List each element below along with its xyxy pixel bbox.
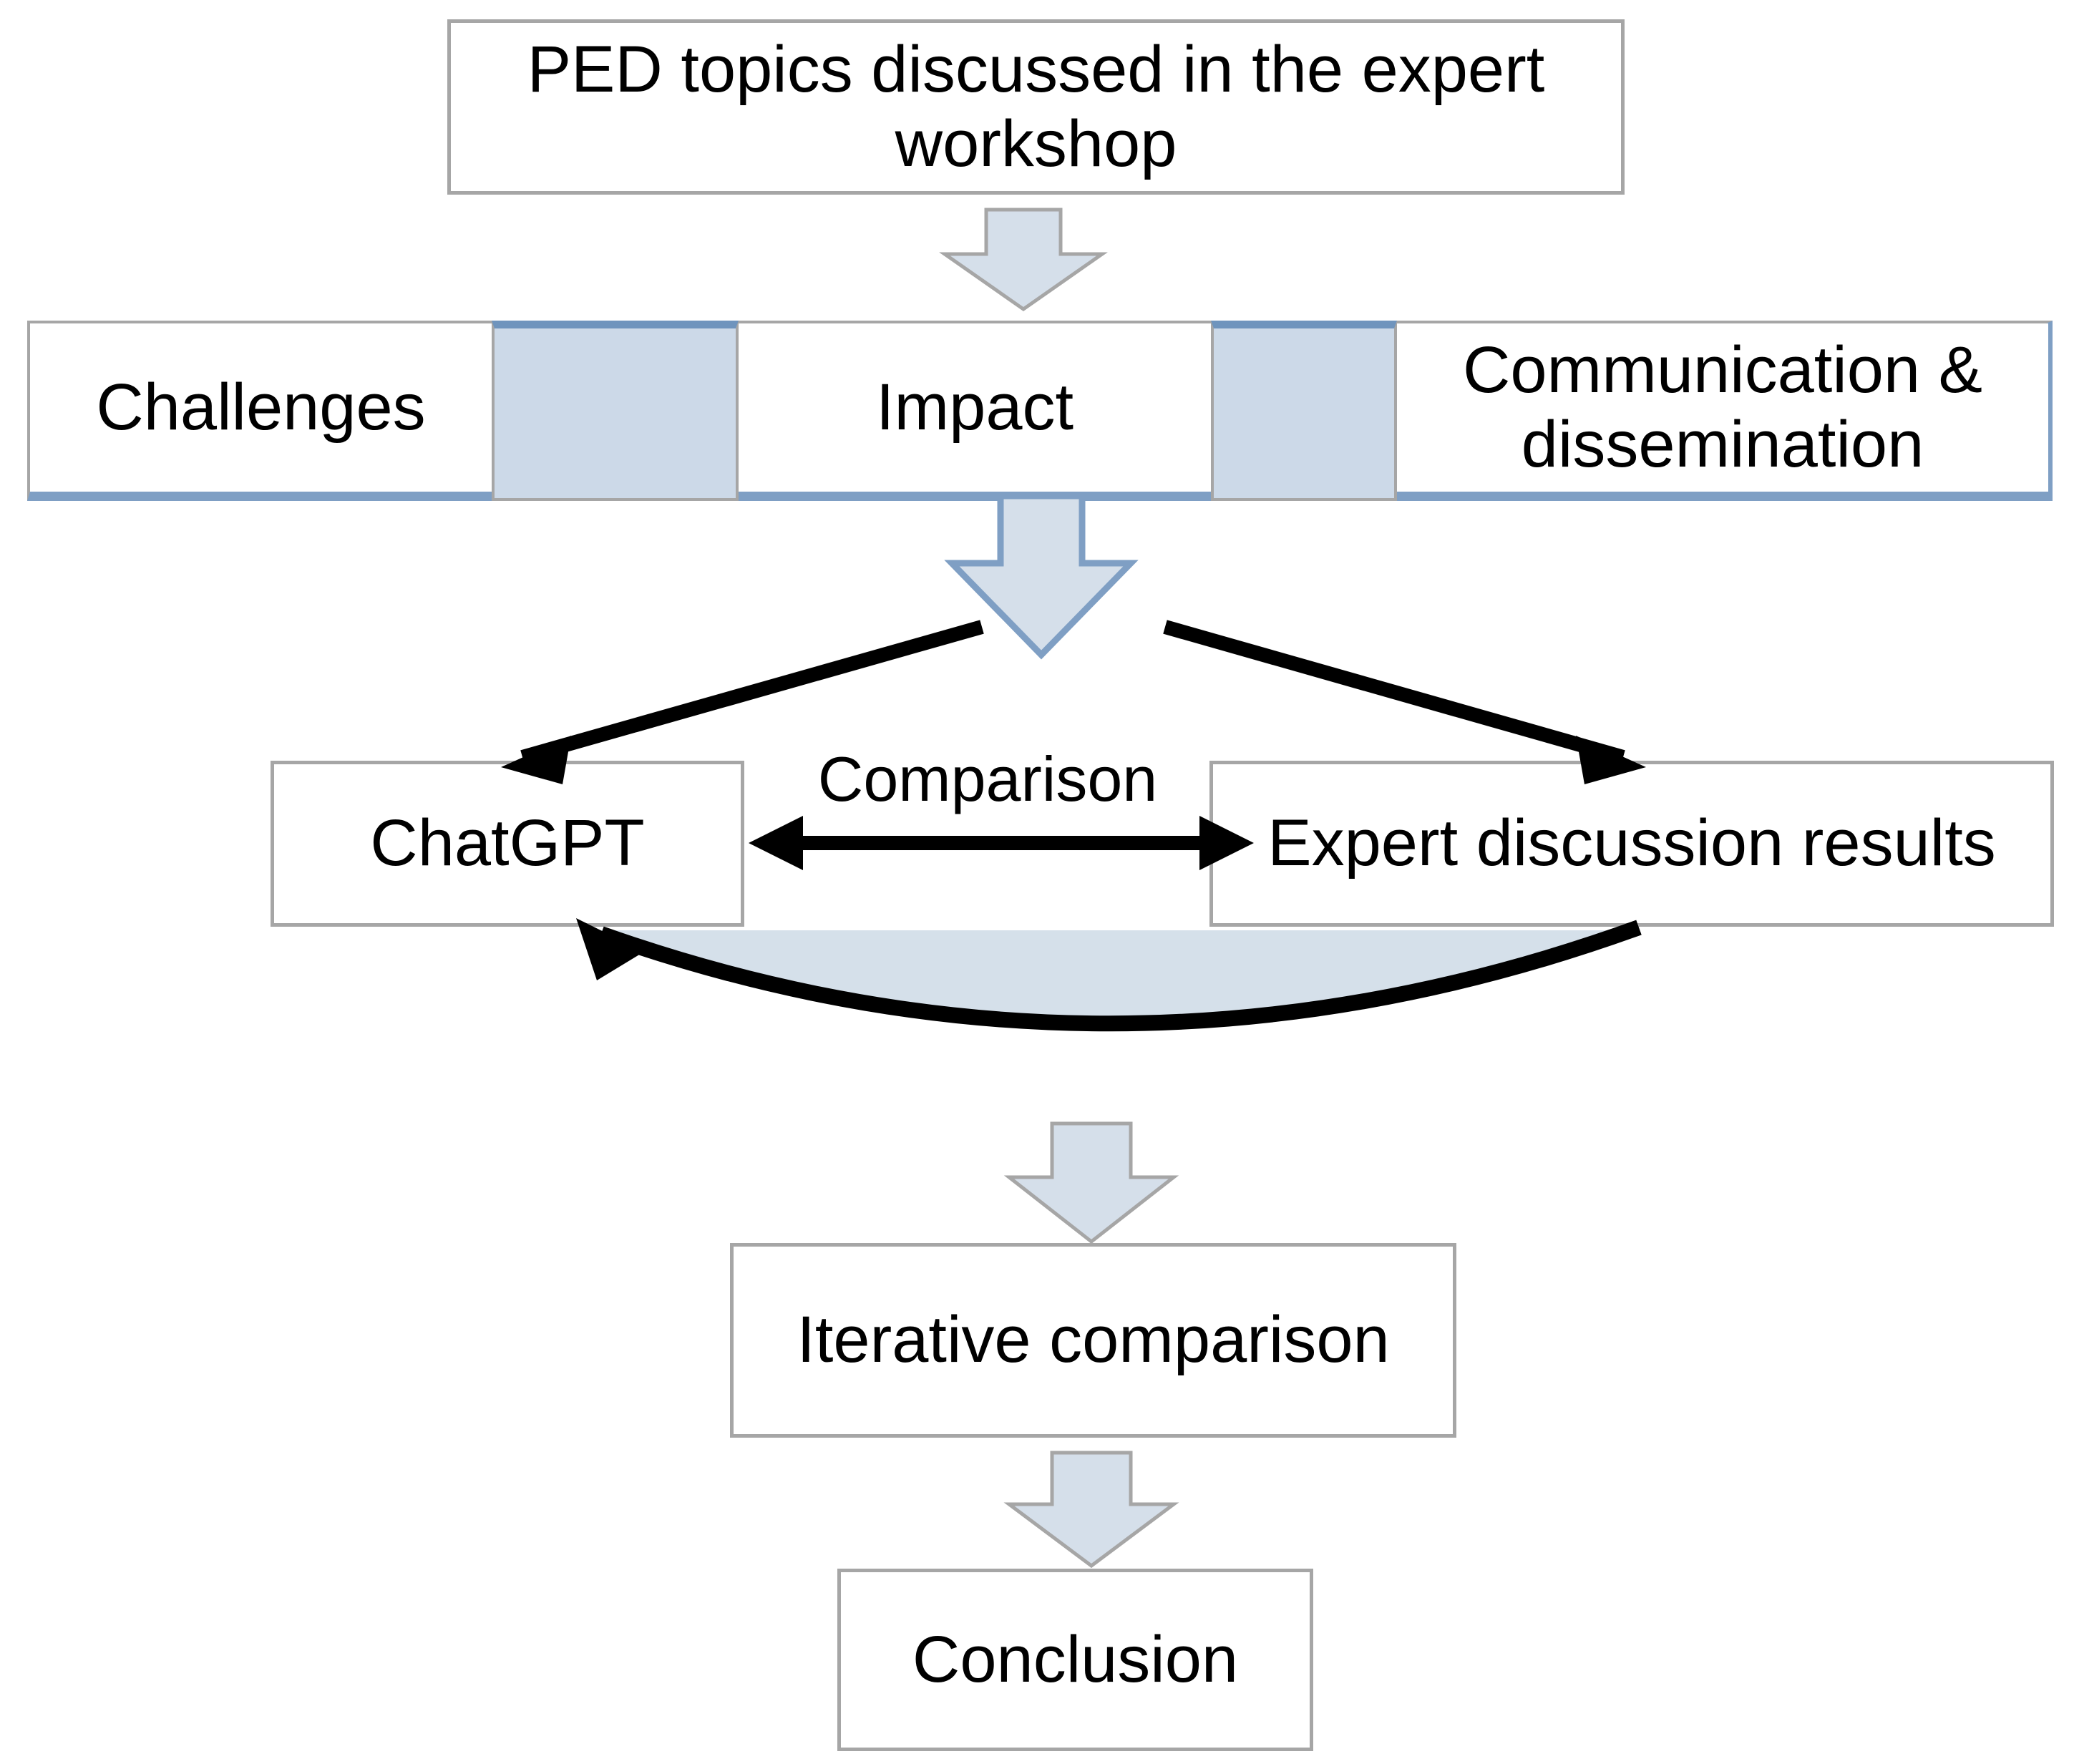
node-expert-discussion-results: Expert discussion results [1209, 761, 2054, 927]
topic-label-communication: Communication & dissemination [1462, 333, 1983, 481]
topic-label-impact: Impact [875, 370, 1074, 444]
node-conclusion: Conclusion [837, 1569, 1313, 1751]
node-ped-topics-label: PED topics discussed in the expert works… [527, 33, 1545, 180]
node-conclusion-label: Conclusion [912, 1622, 1239, 1696]
down-block-arrow-icon [939, 208, 1108, 312]
topic-cell-impact: Impact [739, 323, 1211, 492]
topic-cell-communication: Communication & dissemination [1397, 323, 2048, 492]
topics-bar: Challenges Impact Communication & dissem… [27, 321, 2053, 501]
topic-label-challenges: Challenges [96, 370, 426, 444]
down-block-arrow-icon [1003, 1121, 1179, 1244]
node-chatgpt-label: ChatGPT [370, 807, 645, 880]
topic-separator-1 [492, 321, 739, 501]
node-iterative-comparison: Iterative comparison [730, 1243, 1456, 1438]
topic-cell-challenges: Challenges [30, 323, 492, 492]
node-expert-discussion-results-label: Expert discussion results [1267, 807, 1996, 880]
down-block-arrow-icon [1003, 1451, 1179, 1569]
double-headed-arrow-icon [749, 816, 1254, 870]
curved-feedback-arrow-icon [576, 918, 1642, 1032]
topic-separator-2 [1211, 321, 1397, 501]
node-iterative-comparison-label: Iterative comparison [797, 1303, 1390, 1377]
node-chatgpt: ChatGPT [271, 761, 744, 927]
edge-label-comparison: Comparison [794, 743, 1181, 816]
edge-label-comparison-text: Comparison [817, 744, 1158, 814]
node-ped-topics: PED topics discussed in the expert works… [447, 19, 1625, 195]
down-block-arrow-icon [944, 492, 1139, 660]
